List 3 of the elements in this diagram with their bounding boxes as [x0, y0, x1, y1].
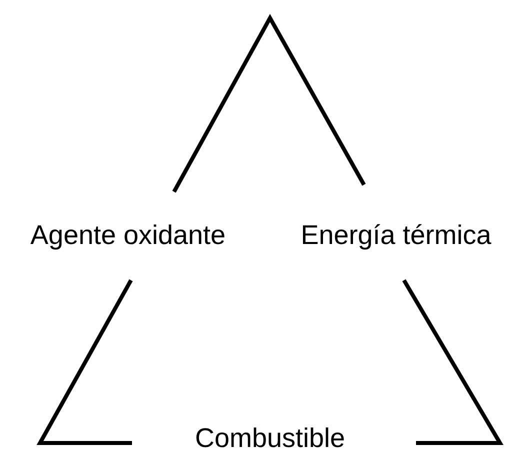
side-label: Agente oxidante	[30, 222, 226, 249]
side-label: Energía térmica	[300, 222, 492, 249]
side-label: Combustible	[194, 425, 346, 452]
